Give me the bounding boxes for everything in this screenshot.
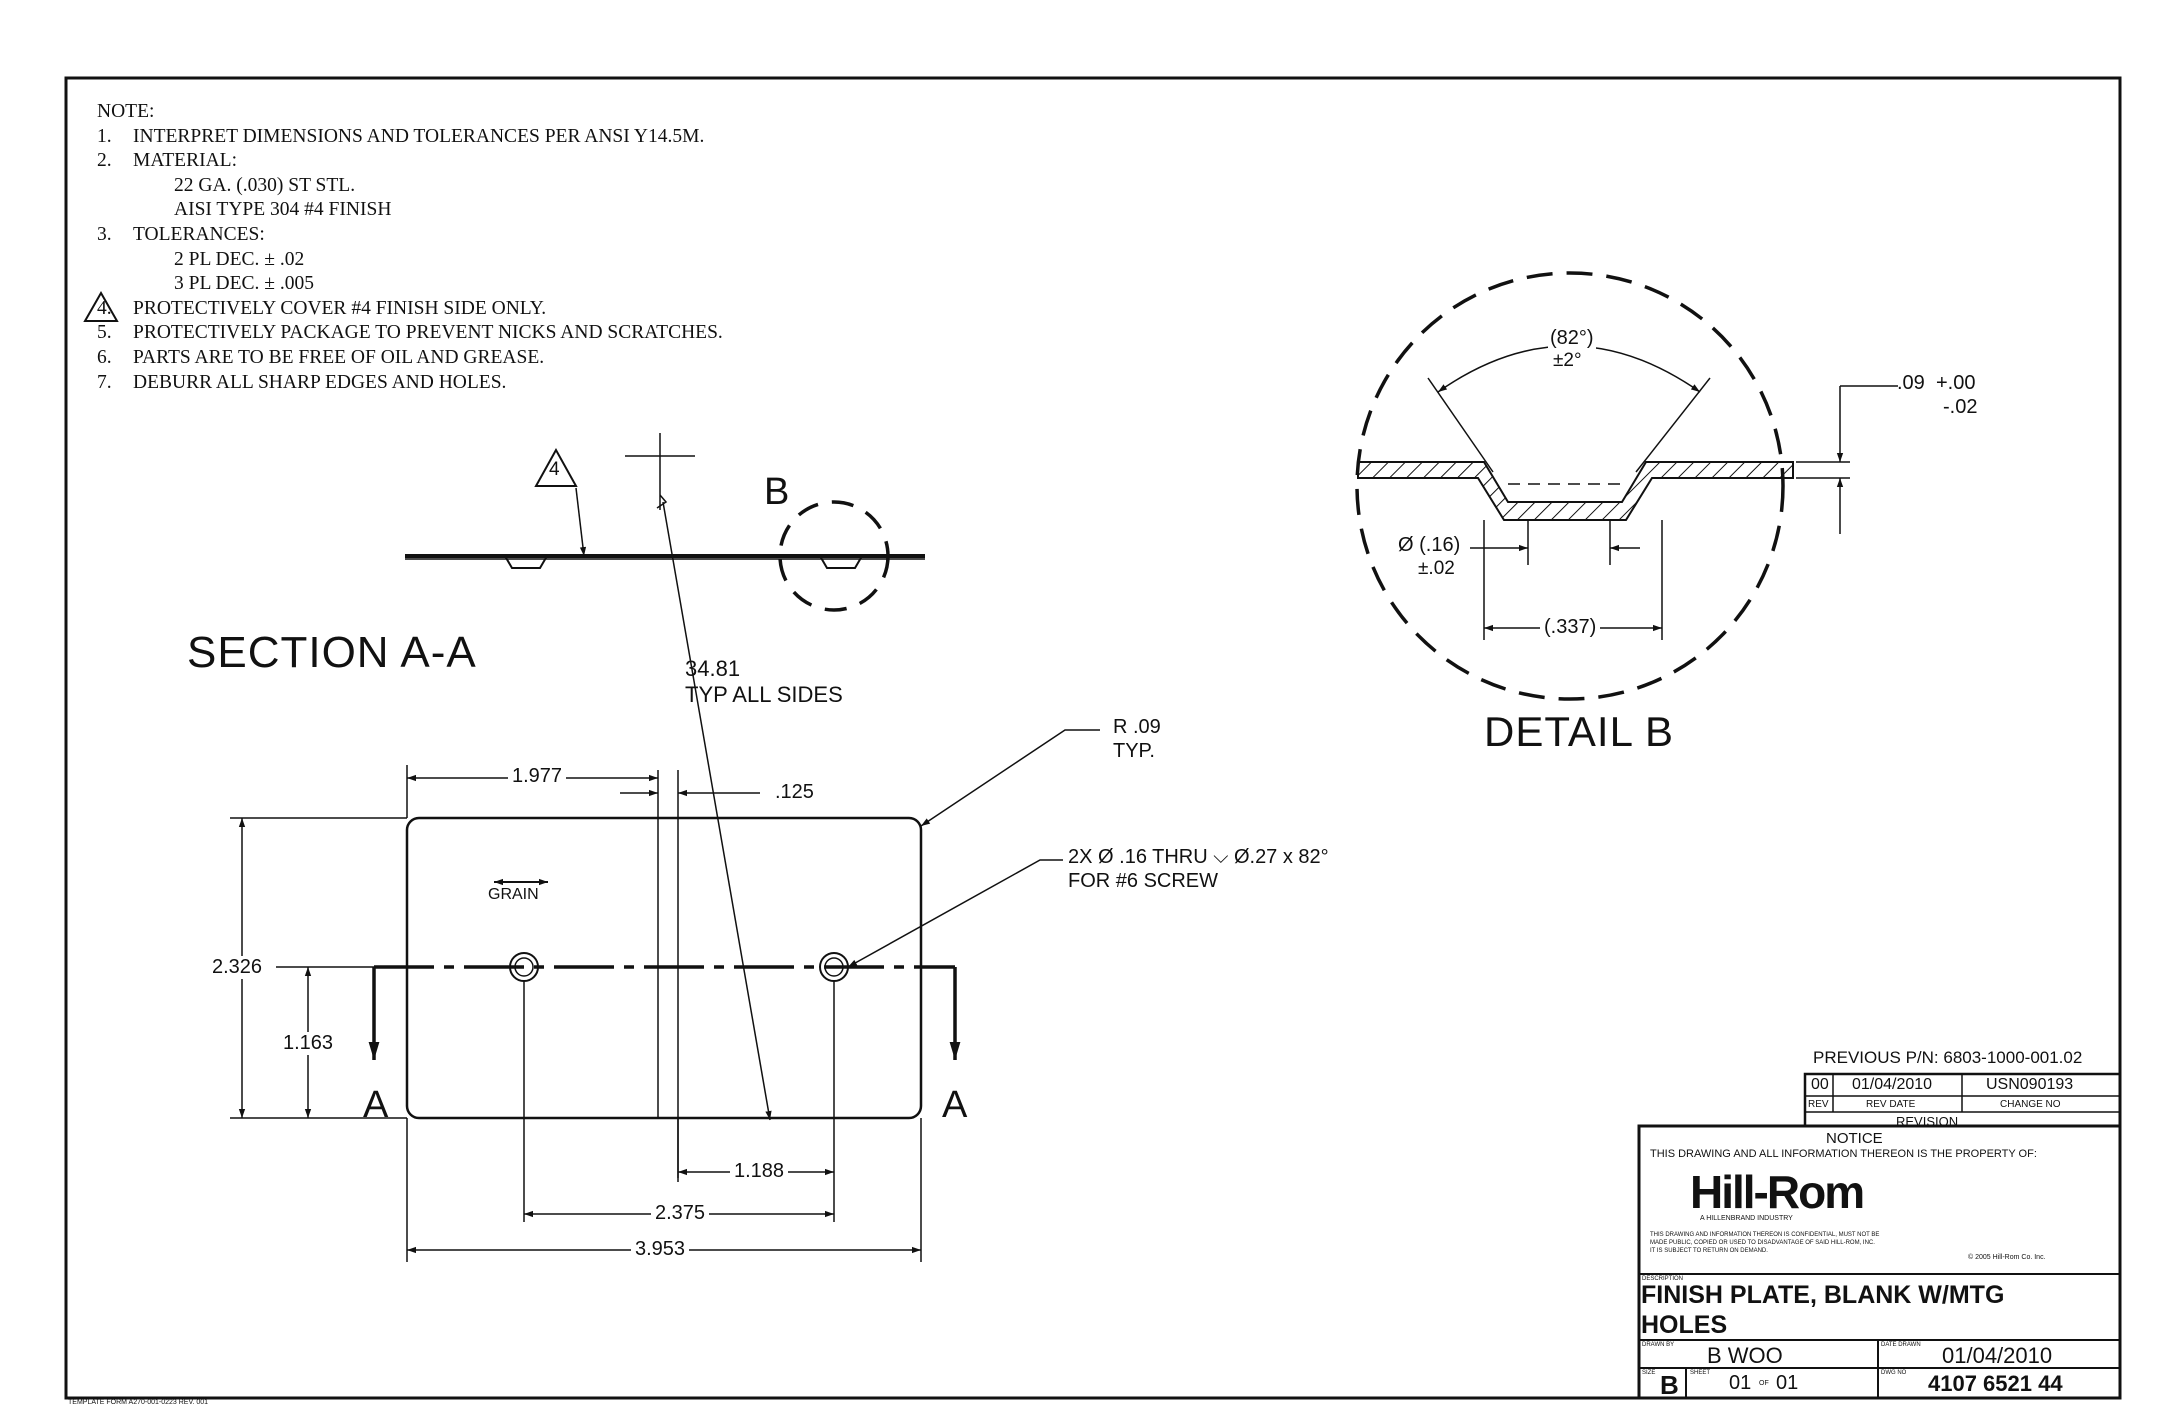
note-number: 2. <box>97 150 112 172</box>
detail-hole-dimension: Ø (.16) <box>1398 534 1461 556</box>
detail-callout-letter: B <box>764 471 790 513</box>
drawn-by-value: B WOO <box>1707 1343 1783 1368</box>
dimension-value: .125 <box>775 781 814 803</box>
note-text: MATERIAL: <box>133 150 237 172</box>
sheet-total: 01 <box>1776 1372 1799 1394</box>
angle-dimension-note: TYP ALL SIDES <box>685 682 843 707</box>
revision-label: REVISION <box>1896 1114 1959 1129</box>
hole-note: 2X Ø .16 THRU ⌵ Ø.27 x 82° <box>1068 846 1329 868</box>
general-notes: NOTE: 1. INTERPRET DIMENSIONS AND TOLERAN… <box>83 100 723 396</box>
angle-dimension: 34.81 <box>685 656 741 681</box>
copyright-notice: © 2005 Hill-Rom Co. Inc. <box>1968 1254 2046 1261</box>
note-item: 5. PROTECTIVELY PACKAGE TO PREVENT NICKS … <box>97 321 723 346</box>
note-subitem: 3 PL DEC. ± .005 <box>174 273 314 295</box>
thickness-minus-tolerance: -.02 <box>1943 396 1978 418</box>
flag-triangle-icon <box>83 290 119 322</box>
rev-date-value: 01/04/2010 <box>1852 1076 1933 1093</box>
section-flag-number: 4 <box>549 459 560 480</box>
dimension-value: 1.977 <box>508 765 567 788</box>
sheet-label: SHEET <box>1690 1370 1711 1376</box>
note-item: 6. PARTS ARE TO BE FREE OF OIL AND GREASE… <box>97 346 723 371</box>
note-text: PARTS ARE TO BE FREE OF OIL AND GREASE. <box>133 346 545 368</box>
section-title: SECTION A-A <box>187 628 477 677</box>
rev-value: 00 <box>1811 1076 1829 1093</box>
note-number: 3. <box>97 223 112 245</box>
sheet-number: 01 <box>1729 1372 1752 1394</box>
note-item-flagged: 4.PROTECTIVELY COVER #4 FINISH SIDE ONLY… <box>83 290 723 322</box>
dimension-value: 3.953 <box>631 1238 690 1261</box>
plan-view <box>230 501 1100 1262</box>
note-text: TOLERANCES: <box>133 223 265 245</box>
rev-date-label: REV DATE <box>1866 1099 1916 1110</box>
sheet-of-label: OF <box>1759 1380 1769 1387</box>
detail-hole-tolerance: ±.02 <box>1418 558 1455 579</box>
description-label: DESCRIPTION <box>1642 1276 1684 1282</box>
note-subitem: AISI TYPE 304 #4 FINISH <box>174 199 392 221</box>
template-form-label: TEMPLATE FORM A270-001-0223 REV. 001 <box>68 1399 209 1406</box>
radius-dimension-note: TYP. <box>1113 740 1155 762</box>
section-marker-right: A <box>942 1084 968 1126</box>
company-subtitle: A HILLENBRAND INDUSTRY <box>1700 1215 1793 1222</box>
rev-label: REV <box>1808 1099 1829 1110</box>
previous-part-number: PREVIOUS P/N: 6803-1000-001.02 <box>1813 1048 2083 1067</box>
note-subitem: 22 GA. (.030) ST STL. <box>174 174 356 196</box>
confidential-notice: IT IS SUBJECT TO RETURN ON DEMAND. <box>1650 1248 1768 1254</box>
note-item: 1. INTERPRET DIMENSIONS AND TOLERANCES PE… <box>97 125 723 150</box>
title-block <box>1637 1072 2122 1400</box>
section-a-a-view <box>405 433 925 612</box>
note-item: 7. DEBURR ALL SHARP EDGES AND HOLES. <box>97 371 723 396</box>
drawing-number-label: DWG NO <box>1881 1370 1907 1376</box>
dimension-value: 2.375 <box>651 1202 710 1225</box>
detail-angle-tolerance: ±2° <box>1553 350 1582 371</box>
note-item: 3. TOLERANCES: <box>97 223 723 248</box>
part-description: FINISH PLATE, BLANK W/MTG HOLES <box>1641 1281 2005 1339</box>
notes-heading: NOTE: <box>97 101 155 122</box>
confidential-notice: MADE PUBLIC, COPIED OR USED TO DISADVANT… <box>1650 1240 1875 1246</box>
note-number: 6. <box>97 346 112 368</box>
note-number: 1. <box>97 125 112 147</box>
detail-title: DETAIL B <box>1484 708 1675 755</box>
size-value: B <box>1660 1370 1679 1400</box>
thickness-dimension: .09 <box>1897 372 1925 394</box>
note-text: PROTECTIVELY COVER #4 FINISH SIDE ONLY. <box>133 297 547 319</box>
confidential-notice: THIS DRAWING AND INFORMATION THEREON IS … <box>1650 1232 1880 1238</box>
section-marker-left: A <box>363 1084 389 1126</box>
drawn-by-label: DRAWN BY <box>1642 1342 1675 1348</box>
note-number: 7. <box>97 371 112 393</box>
property-notice: THIS DRAWING AND ALL INFORMATION THEREON… <box>1650 1148 2037 1160</box>
radius-dimension: R .09 <box>1113 716 1161 738</box>
date-drawn-label: DATE DRAWN <box>1881 1342 1921 1348</box>
notice-label: NOTICE <box>1826 1130 1883 1147</box>
company-logo: Hill-Rom <box>1690 1166 1865 1218</box>
detail-angle: (82°) <box>1548 327 1596 350</box>
sheet-border <box>64 76 2122 1400</box>
thickness-plus-tolerance: +.00 <box>1936 372 1976 394</box>
dimension-value: 1.163 <box>283 1032 334 1055</box>
hole-note-screw: FOR #6 SCREW <box>1068 870 1219 892</box>
dimension-value: 2.326 <box>212 956 263 979</box>
drawing-number: 4107 6521 44 <box>1928 1371 2063 1396</box>
detail-b-view <box>1355 271 1898 701</box>
countersink-dimension: (.337) <box>1540 616 1601 639</box>
detail-b-callout-circle <box>778 500 890 612</box>
grain-label: GRAIN <box>488 886 539 903</box>
note-text: PROTECTIVELY PACKAGE TO PREVENT NICKS AN… <box>133 322 723 344</box>
note-text: INTERPRET DIMENSIONS AND TOLERANCES PER … <box>133 125 705 147</box>
note-number: 5. <box>97 322 112 344</box>
note-text: DEBURR ALL SHARP EDGES AND HOLES. <box>133 371 507 393</box>
change-number-label: CHANGE NO <box>2000 1099 2061 1110</box>
date-drawn-value: 01/04/2010 <box>1942 1343 2053 1368</box>
size-label: SIZE <box>1642 1370 1656 1376</box>
note-subitem: 2 PL DEC. ± .02 <box>174 248 305 270</box>
dimension-value: 1.188 <box>730 1160 789 1183</box>
change-number-value: USN090193 <box>1986 1076 2074 1093</box>
note-item: 2. MATERIAL: <box>97 149 723 174</box>
